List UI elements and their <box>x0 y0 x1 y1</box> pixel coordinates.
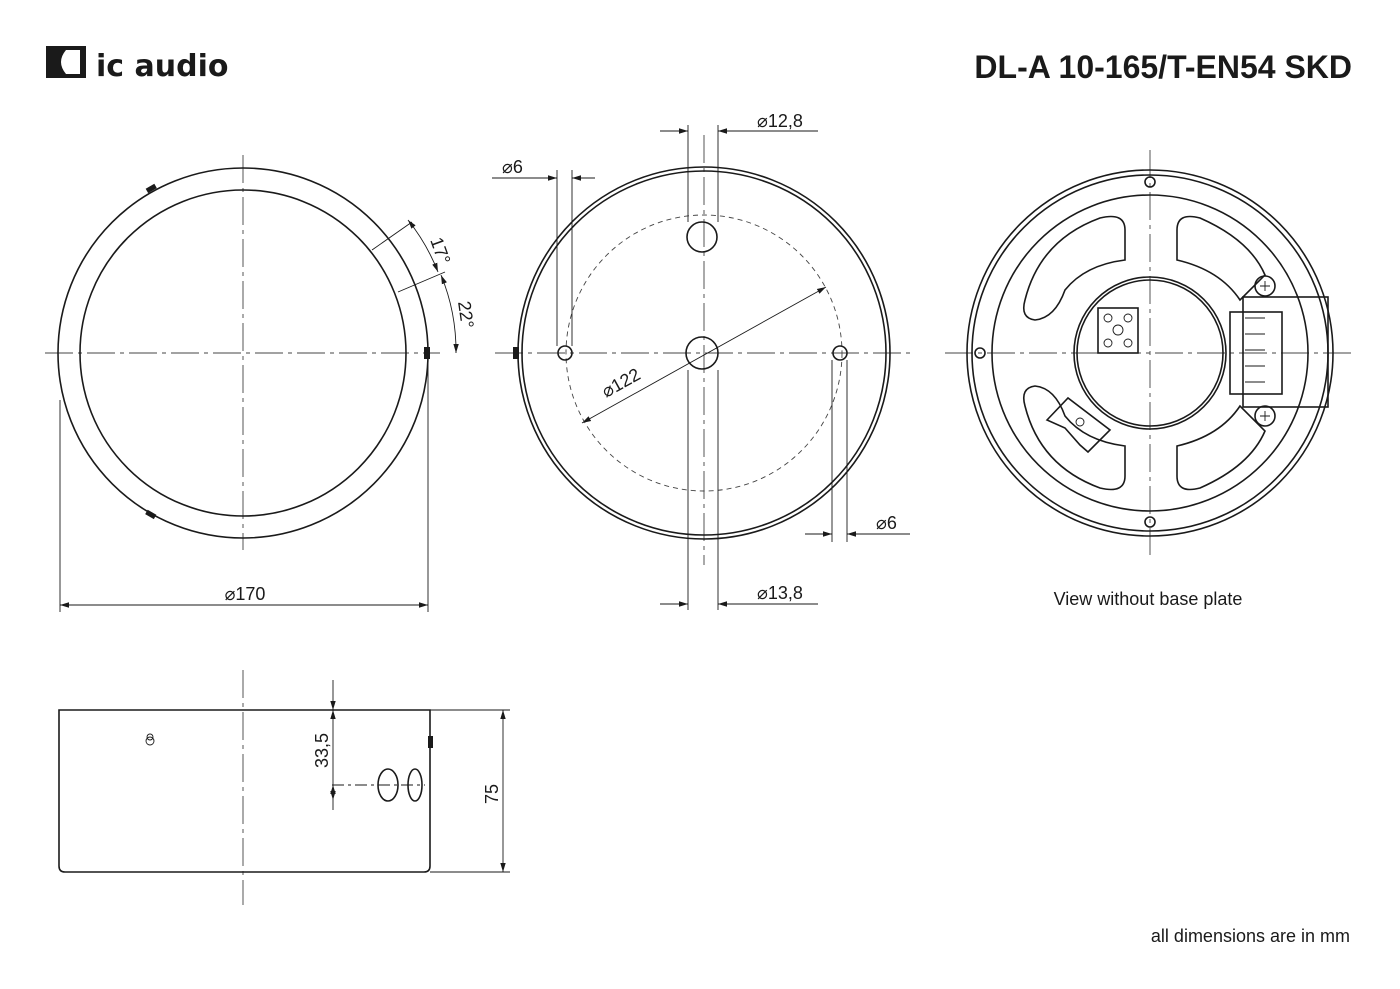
driver-view: View without base plate <box>945 150 1355 609</box>
bolt-circle-label: ⌀122 <box>598 364 643 401</box>
height-label: 75 <box>482 784 502 804</box>
units-note: all dimensions are in mm <box>1151 926 1350 946</box>
hole-top-label: ⌀12,8 <box>757 111 803 131</box>
hole-left-label: ⌀6 <box>502 157 523 177</box>
logo-text: ic audio <box>96 49 228 84</box>
angle-label-22: 22° <box>454 300 478 330</box>
hole-right-label: ⌀6 <box>876 513 897 533</box>
view-caption: View without base plate <box>1054 589 1243 609</box>
offset-label: 33,5 <box>312 733 332 768</box>
hole-center-label: ⌀13,8 <box>757 583 803 603</box>
side-view: 33,5 75 <box>58 670 510 905</box>
angle-label-17: 17° <box>426 235 454 267</box>
drawing-title: DL-A 10-165/T-EN54 SKD <box>974 49 1352 85</box>
logo: ic audio <box>46 46 228 84</box>
diameter-label: ⌀170 <box>225 584 266 604</box>
front-view: 17° 22° ⌀170 <box>45 155 478 612</box>
back-view: ⌀12,8 ⌀6 ⌀6 ⌀13,8 ⌀122 <box>492 111 910 610</box>
